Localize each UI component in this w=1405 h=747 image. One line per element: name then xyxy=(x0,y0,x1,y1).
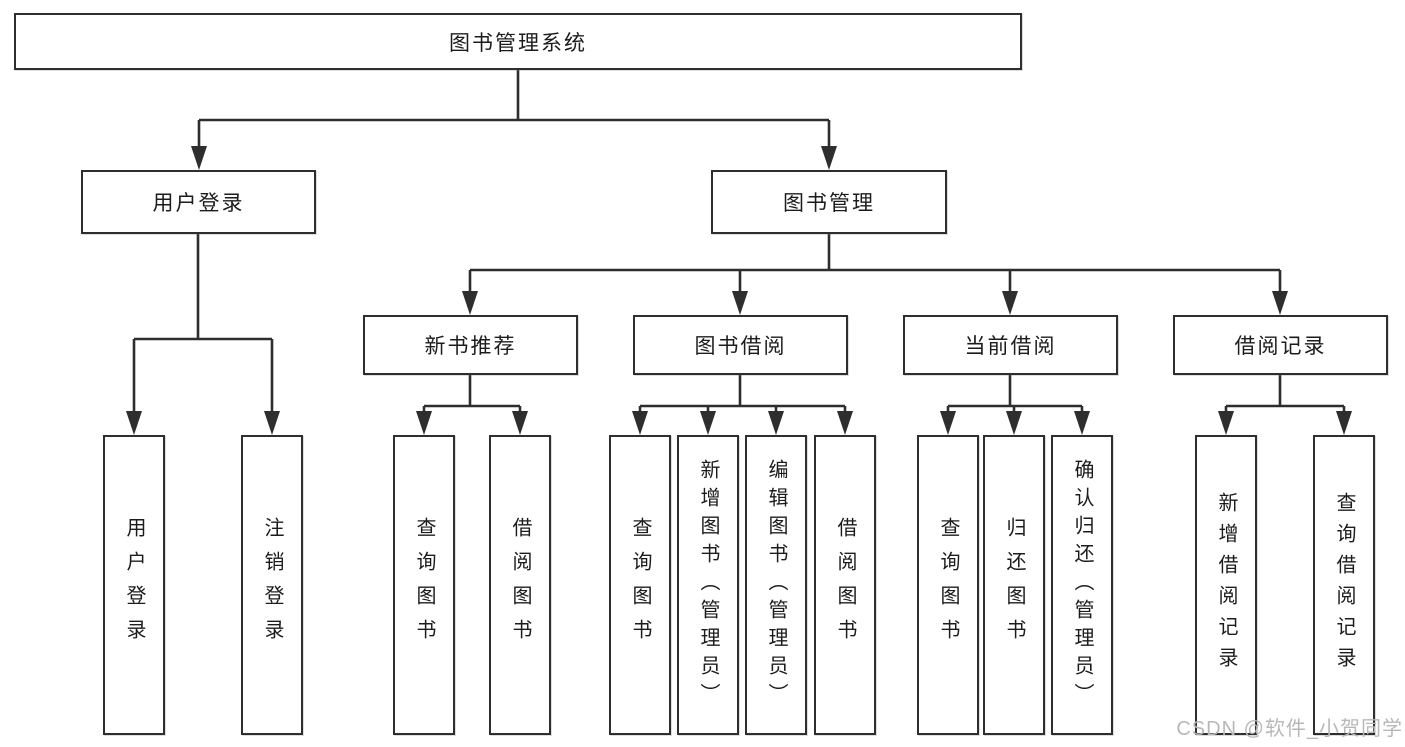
node-new-book-recommend: 新书推荐 xyxy=(363,315,578,375)
leaf-edit-book-admin: 编辑图书（管理员） xyxy=(745,435,807,735)
node-label: 查询图书 xyxy=(937,517,959,653)
arrowhead xyxy=(821,146,837,170)
arrowhead xyxy=(126,411,142,435)
leaf-add-book-admin: 新增图书（管理员） xyxy=(677,435,739,735)
arrowhead xyxy=(264,411,280,435)
leaf-query-books: 查询图书 xyxy=(609,435,671,735)
leaf-confirm-return-admin: 确认归还（管理员） xyxy=(1051,435,1113,735)
arrowhead xyxy=(1002,291,1018,315)
node-label: 新增图书（管理员） xyxy=(697,459,719,711)
arrowhead xyxy=(512,411,528,435)
node-label: 用户登录 xyxy=(152,192,245,215)
leaf-borrow-books: 借阅图书 xyxy=(814,435,876,735)
leaf-query-books: 查询图书 xyxy=(917,435,979,735)
connector-new-book-recommend xyxy=(416,375,528,435)
node-book-management: 图书管理 xyxy=(711,170,947,234)
node-label: 查询借阅记录 xyxy=(1333,492,1355,678)
arrowhead xyxy=(1006,411,1022,435)
node-user-login: 用户登录 xyxy=(81,170,316,234)
leaf-logout: 注销登录 xyxy=(241,435,303,735)
connector-borrow-records xyxy=(1218,375,1352,435)
arrowhead xyxy=(1218,411,1234,435)
arrowhead xyxy=(632,411,648,435)
arrowhead xyxy=(940,411,956,435)
leaf-borrow-books: 借阅图书 xyxy=(489,435,551,735)
node-label: 新书推荐 xyxy=(424,335,517,358)
node-label: 注销登录 xyxy=(261,517,283,653)
watermark-text: CSDN @软件_小贺同学 xyxy=(1176,718,1403,740)
arrowhead xyxy=(1272,291,1288,315)
connector-root xyxy=(191,70,837,170)
arrowhead xyxy=(191,146,207,170)
node-label: 归还图书 xyxy=(1003,517,1025,653)
connector-book-management xyxy=(462,234,1288,315)
leaf-add-borrow-record: 新增借阅记录 xyxy=(1195,435,1257,735)
node-label: 借阅记录 xyxy=(1234,335,1327,358)
node-library-system: 图书管理系统 xyxy=(14,13,1022,70)
connector-user-login xyxy=(126,234,280,435)
node-label: 当前借阅 xyxy=(964,335,1057,358)
arrowhead xyxy=(1074,411,1090,435)
node-label: 编辑图书（管理员） xyxy=(765,459,787,711)
arrowhead xyxy=(1336,411,1352,435)
arrowhead xyxy=(732,291,748,315)
node-label: 借阅图书 xyxy=(509,517,531,653)
leaf-query-borrow-record: 查询借阅记录 xyxy=(1313,435,1375,735)
node-book-borrow: 图书借阅 xyxy=(633,315,848,375)
node-label: 图书管理 xyxy=(783,192,875,215)
connector-book-borrow xyxy=(632,375,853,435)
node-label: 查询图书 xyxy=(629,517,651,653)
leaf-query-books: 查询图书 xyxy=(393,435,455,735)
node-label: 图书借阅 xyxy=(694,335,787,358)
node-label: 新增借阅记录 xyxy=(1215,492,1237,678)
node-borrow-records: 借阅记录 xyxy=(1173,315,1388,375)
arrowhead xyxy=(700,411,716,435)
node-label: 用户登录 xyxy=(123,517,145,653)
arrowhead xyxy=(768,411,784,435)
node-label: 借阅图书 xyxy=(834,517,856,653)
arrowhead xyxy=(837,411,853,435)
arrowhead xyxy=(416,411,432,435)
node-label: 查询图书 xyxy=(413,517,435,653)
node-label: 确认归还（管理员） xyxy=(1071,459,1093,711)
node-current-borrow: 当前借阅 xyxy=(903,315,1118,375)
node-label: 图书管理系统 xyxy=(449,31,587,55)
leaf-return-books: 归还图书 xyxy=(983,435,1045,735)
arrowhead xyxy=(462,291,478,315)
connector-current-borrow xyxy=(940,375,1090,435)
leaf-user-login: 用户登录 xyxy=(103,435,165,735)
